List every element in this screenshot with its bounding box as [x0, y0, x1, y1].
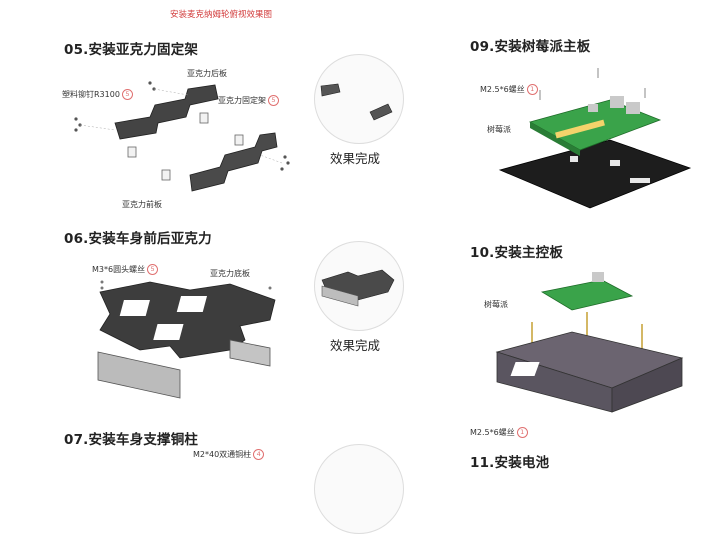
step10-raspberry-label: 树莓派 — [484, 300, 508, 309]
step09-raspberry-label: 树莓派 — [487, 125, 511, 134]
step06-title: 06.安装车身前后亚克力 — [64, 231, 212, 247]
step07-result-circle — [314, 444, 404, 534]
step05-front-plate-label: 亚克力前板 — [122, 200, 162, 209]
rivets — [74, 81, 290, 171]
top-caption: 安装麦克纳姆轮俯视效果图 — [170, 10, 273, 20]
main-board — [498, 139, 692, 209]
step10-title: 10.安装主控板 — [470, 245, 564, 261]
front-plate — [189, 132, 278, 192]
board-components — [570, 156, 650, 183]
step10-diagram — [495, 272, 684, 413]
step11-title: 11.安装电池 — [470, 455, 550, 471]
step09-title: 09.安装树莓派主板 — [470, 39, 591, 55]
step05-title: 05.安装亚克力固定架 — [64, 42, 199, 58]
step05-result-circle — [314, 54, 404, 144]
fixing-frame — [234, 134, 244, 146]
screws — [539, 68, 646, 100]
cutout — [153, 324, 184, 340]
front-plate — [97, 351, 181, 399]
cutout — [176, 296, 208, 312]
gpio-header — [555, 119, 605, 139]
step09-diagram — [498, 68, 692, 209]
fixing-frame — [199, 112, 209, 124]
step06-diagram — [97, 280, 276, 399]
step05-result-diagram — [320, 83, 393, 121]
step05-done-label: 效果完成 — [330, 151, 381, 166]
cutout — [119, 300, 150, 316]
raspberry-pi-board — [540, 279, 634, 311]
step06-result-diagram — [321, 269, 395, 307]
cutout — [510, 362, 540, 376]
step07-title: 07.安装车身支撑铜柱 — [64, 432, 199, 448]
step05-diagram — [74, 81, 290, 192]
rear-plate — [229, 339, 271, 367]
step05-back-plate-label: 亚克力后板 — [187, 69, 227, 78]
back-plate — [114, 84, 219, 140]
ports — [588, 96, 640, 114]
fixing-frame — [161, 169, 171, 181]
step06-done-label: 效果完成 — [330, 338, 381, 353]
step06-bottom-plate-label: 亚克力底板 — [210, 269, 250, 278]
fixing-frame — [127, 146, 137, 158]
